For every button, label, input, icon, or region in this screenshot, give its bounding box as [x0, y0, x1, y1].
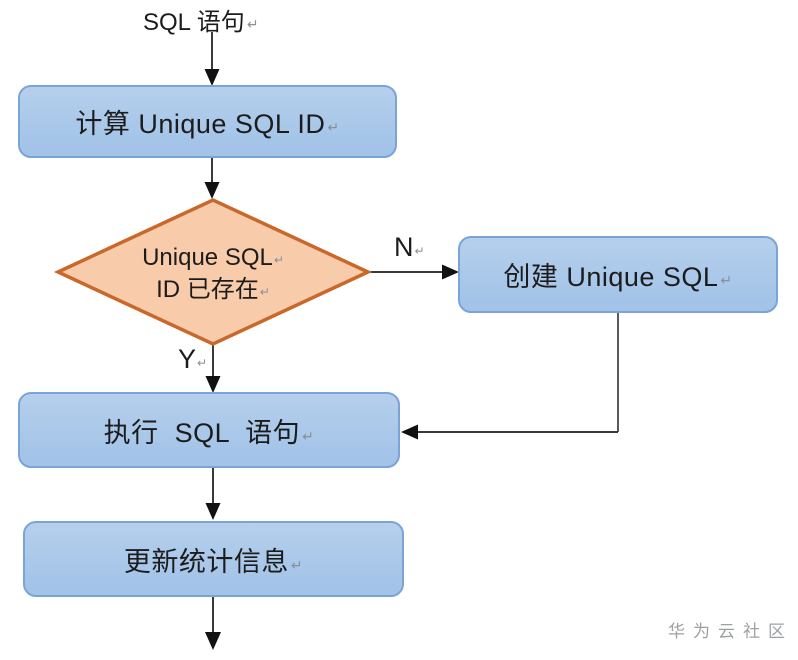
- start-label: SQL 语句↵: [143, 2, 259, 37]
- return-mark-icon: ↵: [246, 16, 259, 32]
- node-label: 更新统计信息↵: [124, 540, 303, 579]
- branch-label-yes: Y↵: [178, 344, 207, 375]
- edge-create-to-execute: [401, 313, 619, 440]
- branch-yes-text: Y: [178, 344, 197, 374]
- edge-decision-to-create: [368, 264, 459, 280]
- node-create-unique-sql: 创建 Unique SQL↵: [458, 236, 778, 313]
- decision-line1: Unique SQL↵: [88, 243, 338, 275]
- edge-compute-to-decision: [204, 158, 220, 199]
- edge-update-to-end: [205, 597, 221, 650]
- watermark: 华为云社区: [668, 617, 793, 642]
- edge-start-to-compute: [204, 32, 220, 86]
- return-mark-icon: ↵: [414, 244, 425, 258]
- decision-line2-text: ID 已存在: [156, 276, 259, 303]
- return-mark-icon: ↵: [290, 556, 304, 573]
- start-label-text: SQL 语句: [143, 9, 245, 36]
- return-mark-icon: ↵: [259, 285, 270, 299]
- node-label: 计算 Unique SQL ID↵: [75, 102, 339, 141]
- decision-line2: ID 已存在↵: [88, 275, 338, 307]
- branch-no-text: N: [394, 232, 414, 262]
- node-label: 创建 Unique SQL↵: [503, 255, 732, 294]
- return-mark-icon: ↵: [327, 119, 340, 135]
- node-compute-unique-sql-id: 计算 Unique SQL ID↵: [18, 85, 397, 158]
- edge-decision-to-execute: [205, 345, 221, 393]
- return-mark-icon: ↵: [302, 427, 315, 444]
- edge-execute-to-update: [205, 468, 221, 520]
- node-update-statistics: 更新统计信息↵: [23, 521, 404, 597]
- node-execute-sql: 执行 SQL 语句↵: [18, 392, 400, 468]
- watermark-text: 华为云社区: [668, 622, 793, 641]
- node-label-text: 计算 Unique SQL ID: [75, 109, 326, 139]
- return-mark-icon: ↵: [273, 253, 284, 267]
- return-mark-icon: ↵: [720, 272, 733, 288]
- node-label-text: 创建 Unique SQL: [503, 262, 719, 292]
- node-label-text: 更新统计信息: [123, 546, 289, 577]
- branch-label-no: N↵: [394, 232, 425, 263]
- node-decision-id-exists: Unique SQL↵ ID 已存在↵: [88, 243, 338, 307]
- node-label: 执行 SQL 语句↵: [104, 411, 315, 450]
- return-mark-icon: ↵: [197, 356, 208, 370]
- node-label-text: 执行 SQL 语句: [103, 417, 301, 448]
- decision-line1-text: Unique SQL: [142, 244, 273, 271]
